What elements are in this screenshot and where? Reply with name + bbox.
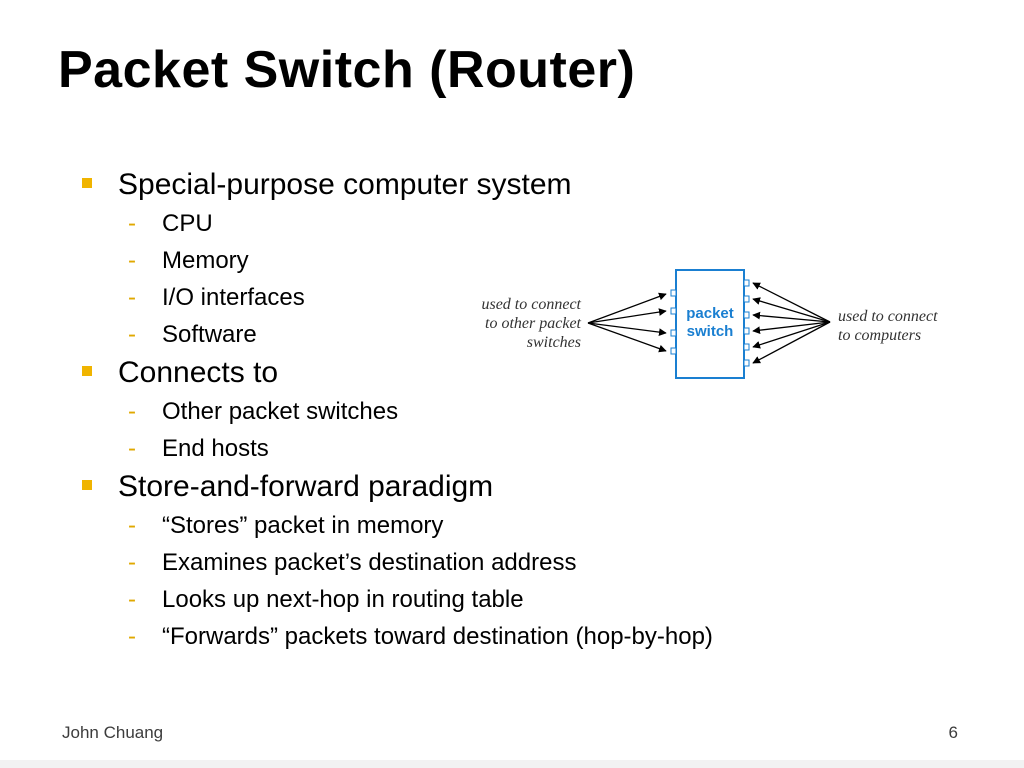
box-label-line: packet bbox=[686, 305, 734, 322]
sub-bullet-item: -End hosts bbox=[82, 430, 842, 467]
arrow bbox=[752, 321, 831, 349]
bullet-text: Special-purpose computer system bbox=[118, 168, 572, 201]
left-caption-line: used to connect bbox=[481, 296, 581, 313]
sub-bullet-item: -Looks up next-hop in routing table bbox=[82, 581, 842, 618]
left-arrows bbox=[587, 292, 667, 353]
dash-icon: - bbox=[128, 210, 136, 237]
right-ports bbox=[743, 279, 750, 367]
left-ports bbox=[670, 289, 677, 355]
dash-icon: - bbox=[128, 398, 136, 425]
sub-bullet-text: Examines packet’s destination address bbox=[162, 549, 577, 576]
footer-author: John Chuang bbox=[62, 723, 164, 742]
arrow bbox=[587, 308, 667, 324]
arrow bbox=[752, 321, 831, 364]
sub-bullet-item: -“Forwards” packets toward destination (… bbox=[82, 618, 842, 655]
sub-bullet-item: -Other packet switches bbox=[82, 393, 842, 430]
sub-bullet-item: -Memory bbox=[82, 242, 842, 279]
sub-bullet-item: -Examines packet’s destination address bbox=[82, 544, 842, 581]
bullet-item: Store-and-forward paradigm bbox=[82, 467, 842, 507]
packet-switch-diagram: used to connect to other packet switches… bbox=[481, 269, 938, 379]
right-caption-line: to computers bbox=[838, 327, 921, 344]
dash-icon: - bbox=[128, 549, 136, 576]
sub-bullet-text: Looks up next-hop in routing table bbox=[162, 586, 524, 613]
sub-bullet-text: “Forwards” packets toward destination (h… bbox=[162, 623, 713, 650]
box-label-line: switch bbox=[687, 323, 734, 340]
arrow bbox=[752, 321, 831, 335]
dash-icon: - bbox=[128, 586, 136, 613]
sub-bullet-item: -CPU bbox=[82, 205, 842, 242]
sub-bullet-item: -Software bbox=[82, 316, 842, 353]
dash-icon: - bbox=[128, 284, 136, 311]
bullet-list: Special-purpose computer system -CPU -Me… bbox=[82, 165, 842, 655]
left-caption-line: to other packet bbox=[485, 315, 582, 332]
page-number: 6 bbox=[948, 723, 958, 742]
sub-bullet-text: CPU bbox=[162, 210, 213, 237]
sub-bullet-text: I/O interfaces bbox=[162, 284, 305, 311]
arrow bbox=[587, 292, 667, 324]
sub-bullet-text: Other packet switches bbox=[162, 398, 399, 425]
arrow bbox=[587, 322, 667, 336]
square-bullet-icon bbox=[82, 480, 92, 490]
arrow bbox=[752, 282, 831, 323]
arrow bbox=[752, 311, 831, 323]
sub-bullet-text: Software bbox=[162, 321, 257, 348]
right-caption-line: used to connect bbox=[838, 308, 938, 325]
bullet-item: Special-purpose computer system bbox=[82, 165, 842, 205]
right-arrows bbox=[752, 282, 831, 364]
packet-switch-box bbox=[675, 269, 745, 379]
dash-icon: - bbox=[128, 321, 136, 348]
arrow bbox=[752, 297, 831, 323]
dash-icon: - bbox=[128, 512, 136, 539]
dash-icon: - bbox=[128, 623, 136, 650]
square-bullet-icon bbox=[82, 366, 92, 376]
slide-title: Packet Switch (Router) bbox=[58, 41, 636, 99]
sub-bullet-item: -I/O interfaces bbox=[82, 279, 842, 316]
left-caption-line: switches bbox=[527, 334, 581, 351]
bullet-item: Connects to bbox=[82, 353, 842, 393]
bullet-text: Store-and-forward paradigm bbox=[118, 470, 494, 503]
footer-band bbox=[0, 760, 1024, 768]
bullet-text: Connects to bbox=[118, 356, 279, 389]
sub-bullet-text: End hosts bbox=[162, 435, 269, 462]
sub-bullet-text: “Stores” packet in memory bbox=[162, 512, 444, 539]
arrow bbox=[587, 322, 667, 353]
sub-bullet-item: -“Stores” packet in memory bbox=[82, 507, 842, 544]
sub-bullet-text: Memory bbox=[162, 247, 249, 274]
square-bullet-icon bbox=[82, 178, 92, 188]
dash-icon: - bbox=[128, 247, 136, 274]
dash-icon: - bbox=[128, 435, 136, 462]
